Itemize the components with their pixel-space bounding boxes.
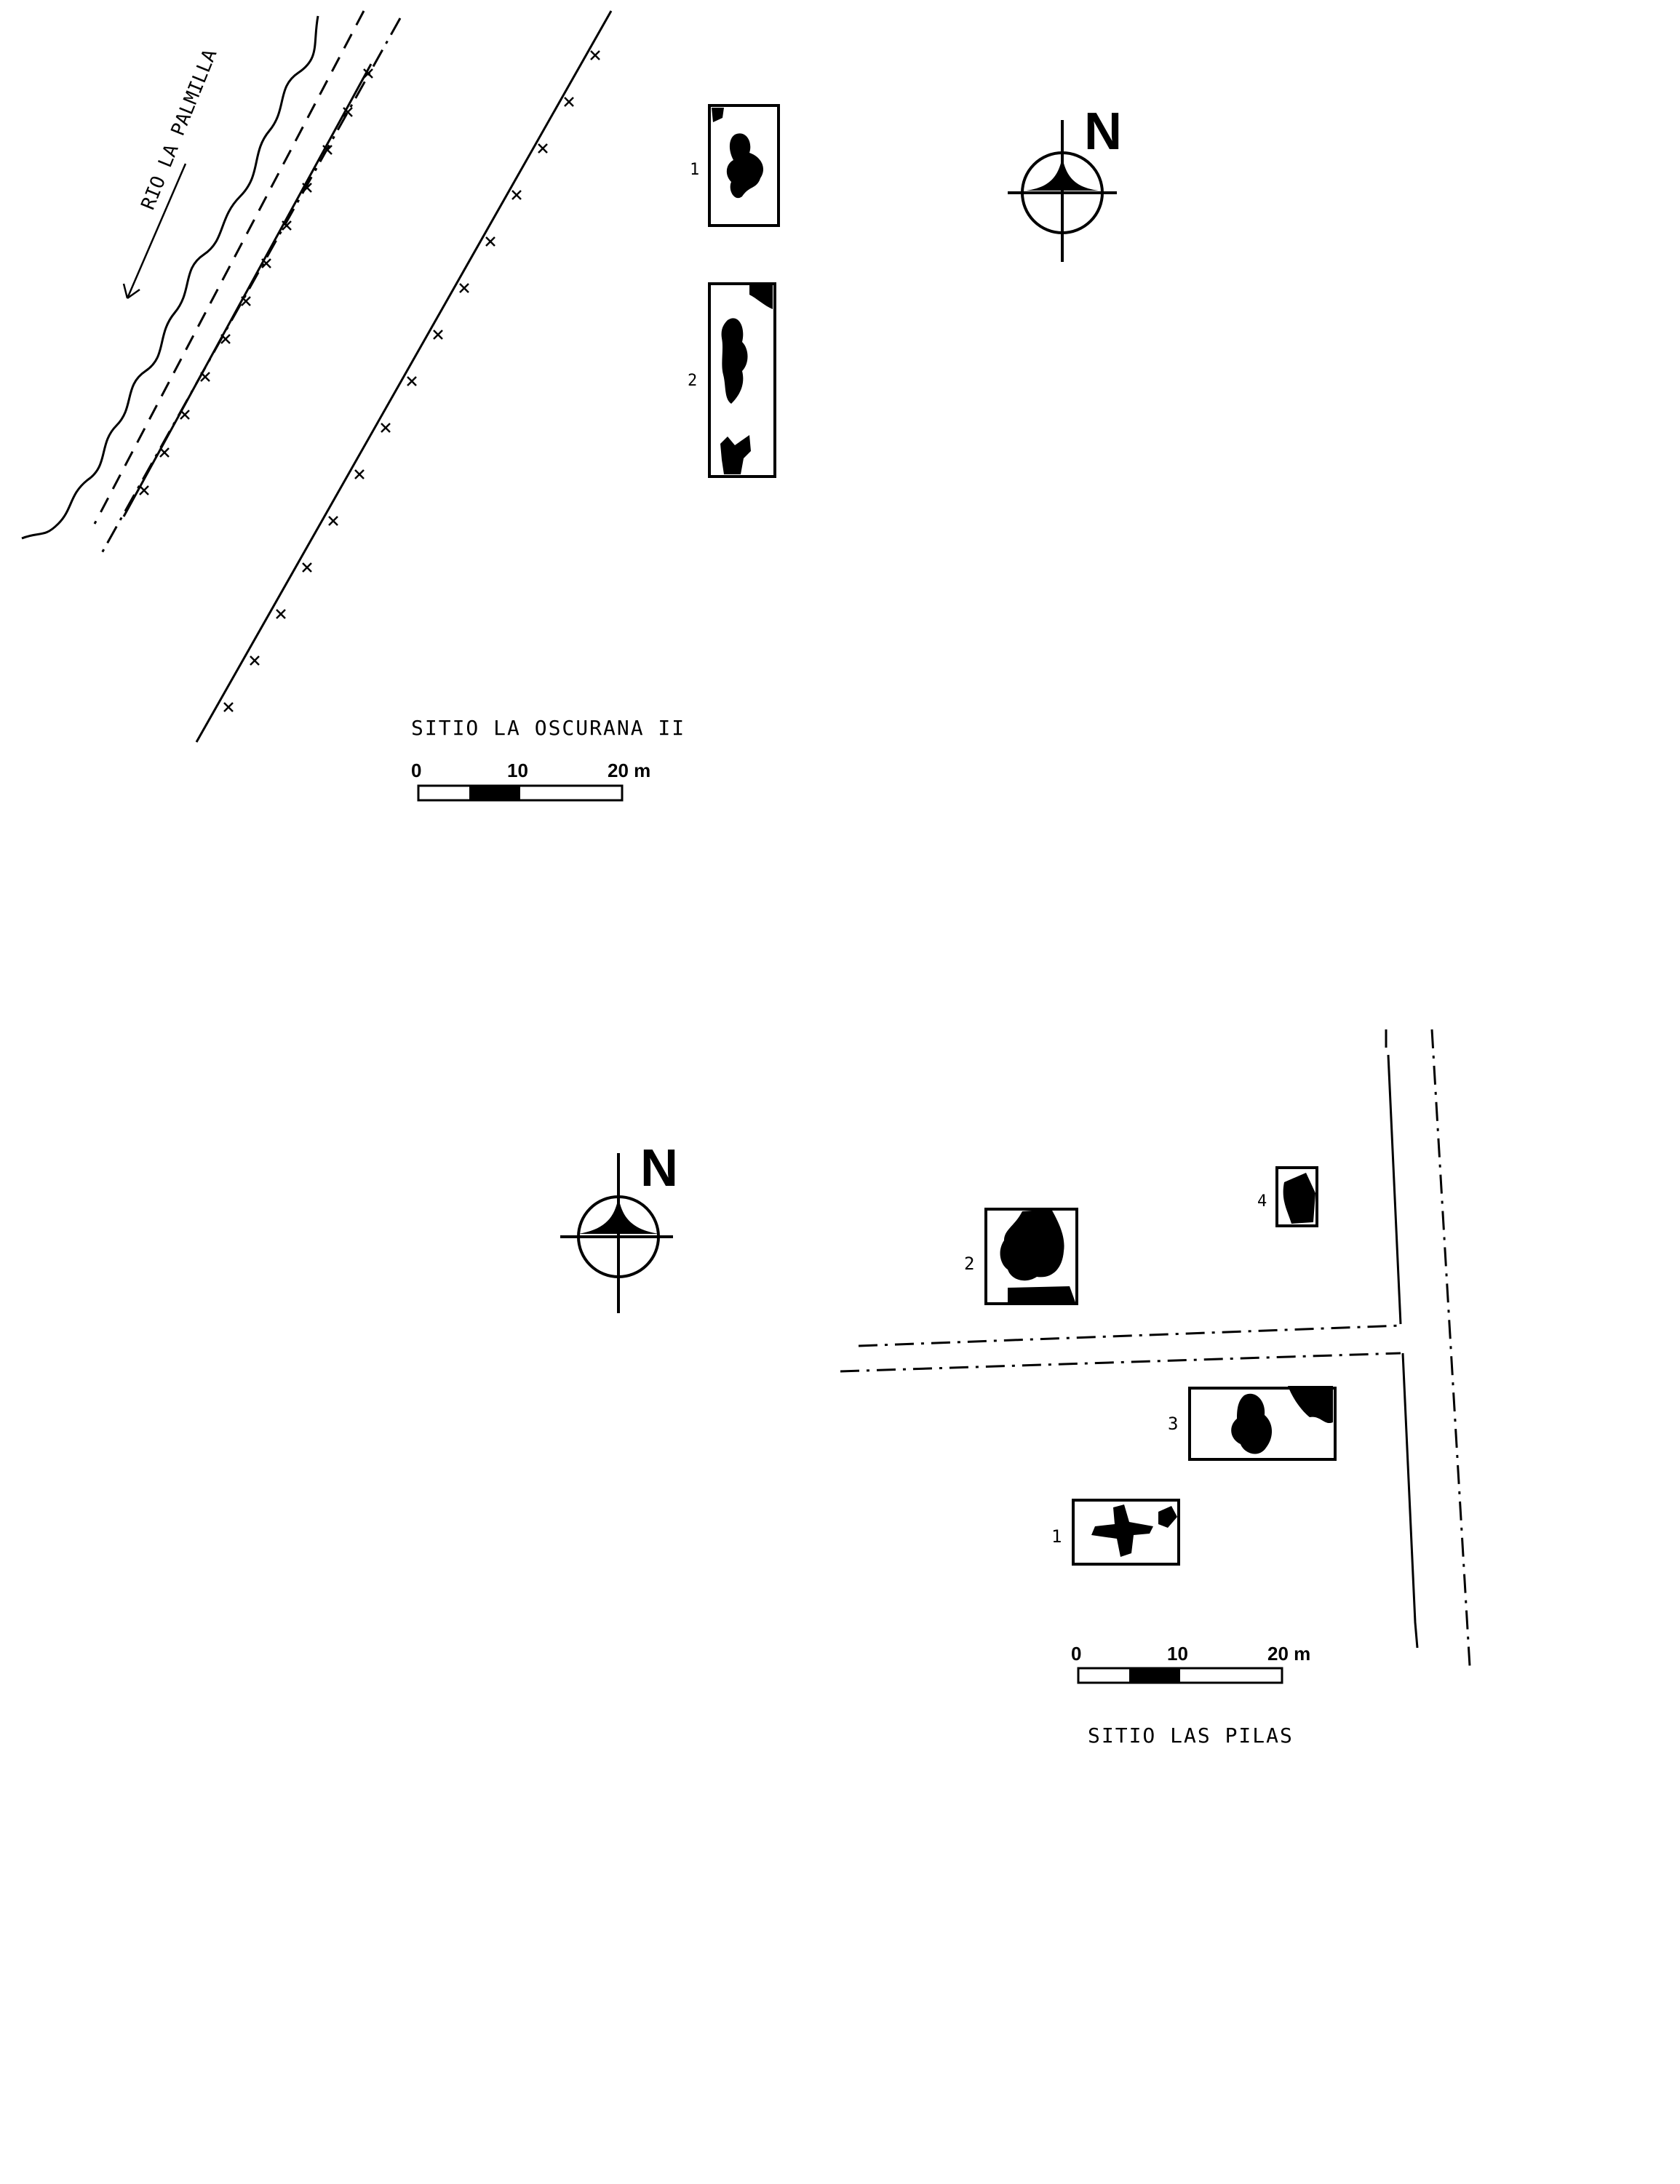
fence-marks-2 (223, 50, 600, 712)
north-label-bottom: N (640, 1139, 678, 1197)
unit-3-pilas-label: 3 (1168, 1414, 1178, 1434)
excavation-unit-2: 2 (688, 282, 776, 478)
unit-4-pilas-label: 4 (1257, 1192, 1267, 1211)
fence-marks-1 (139, 68, 373, 495)
road-vertical-right (1430, 1029, 1471, 1667)
site-title-la-oscurana: SITIO LA OSCURANA II (411, 716, 685, 740)
excavation-unit-1: 1 (690, 104, 780, 227)
road-vertical-left-lower (1401, 1352, 1419, 1649)
scale-bottom-start: 0 (1071, 1643, 1081, 1665)
map-las-pilas: N 2 4 3 (560, 1029, 1471, 1747)
north-arrow-top: N (1008, 103, 1122, 262)
site-title-las-pilas: SITIO LAS PILAS (1088, 1723, 1294, 1747)
scale-bar-bottom: 0 10 20 m (1071, 1643, 1310, 1684)
fence-line-2 (195, 10, 613, 743)
road-horizontal-upper (858, 1324, 1401, 1347)
scale-bottom-mid: 10 (1167, 1643, 1188, 1665)
map-la-oscurana: RIO LA PALMILLA (21, 10, 1122, 802)
river-line (21, 15, 319, 540)
scale-top-start: 0 (411, 760, 421, 781)
excavation-unit-3-pilas: 3 (1168, 1386, 1337, 1461)
excavation-unit-4-pilas: 4 (1257, 1166, 1318, 1227)
excavation-unit-1-pilas: 1 (1051, 1499, 1180, 1566)
unit-2-pilas-label: 2 (964, 1254, 974, 1274)
scale-bar-top: 0 10 20 m (411, 760, 650, 802)
road-edge-dashed (93, 10, 365, 525)
unit-1-pilas-label: 1 (1051, 1526, 1062, 1547)
river-flow-arrow (122, 163, 187, 300)
unit-1-label: 1 (690, 161, 699, 179)
river-label: RIO LA PALMILLA (138, 46, 222, 212)
fence-line-1 (122, 63, 373, 517)
north-label-top: N (1084, 103, 1122, 161)
north-arrow-bottom: N (560, 1139, 678, 1313)
road-horizontal-lower (840, 1352, 1401, 1373)
excavation-unit-2-pilas: 2 (964, 1208, 1078, 1305)
scale-bottom-end: 20 m (1267, 1643, 1310, 1665)
road-vertical-left (1385, 1029, 1402, 1325)
scale-top-mid: 10 (507, 760, 528, 781)
unit-2-label: 2 (688, 372, 697, 390)
scale-top-end: 20 m (608, 760, 650, 781)
